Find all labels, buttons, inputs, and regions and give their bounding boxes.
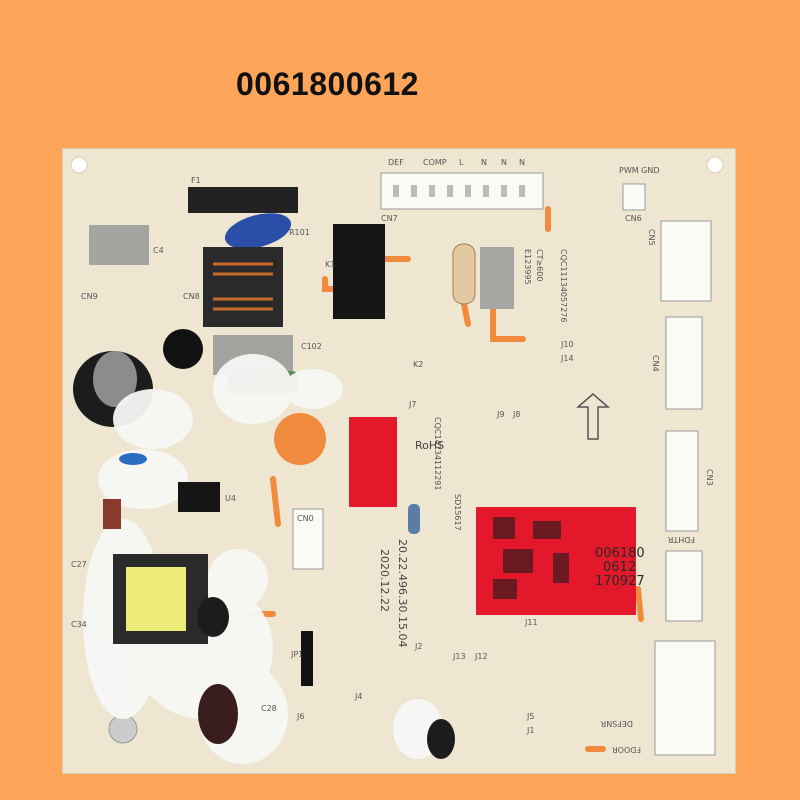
fdhtr-label: FDHTR <box>667 535 695 544</box>
f1-label: F1 <box>191 176 201 185</box>
defsnr-label: DEFSNR <box>600 719 633 728</box>
k1-label: K1 <box>325 260 335 269</box>
c102-label: C102 <box>301 342 322 351</box>
pwm-gnd-label: PWM GND <box>619 166 660 175</box>
sd-label: SD15617 <box>453 494 462 531</box>
label-line-1: 006180 <box>595 546 645 561</box>
c4-label: C4 <box>153 246 164 255</box>
svg-text:N: N <box>519 158 525 167</box>
j8-label: J8 <box>512 410 520 419</box>
j14-label: J14 <box>560 354 574 363</box>
cn6-label: CN6 <box>625 214 642 223</box>
part-no-label: CQC11134057276 <box>559 249 568 322</box>
k2-label: K2 <box>413 360 423 369</box>
c34-label: C34 <box>71 620 87 629</box>
u4-label: U4 <box>225 494 236 503</box>
cn9-label: CN9 <box>81 292 98 301</box>
j9-label: J9 <box>496 410 504 419</box>
label-line-3: 170927 <box>595 574 645 589</box>
jp1-label: JP1 <box>290 650 303 659</box>
cqc2-label: CQC14134112291 <box>433 417 442 490</box>
c28-label: C28 <box>261 704 277 713</box>
cn5-label: CN5 <box>647 229 656 246</box>
fdoor-label: FDOOR <box>612 745 641 754</box>
production-date: 2020.12.22 <box>378 549 391 612</box>
c27-label: C27 <box>71 560 87 569</box>
j10-label: J10 <box>560 340 574 349</box>
j11-label: J11 <box>524 618 538 627</box>
cn7-label: CN7 <box>381 214 398 223</box>
pcb-artwork: DEF COMP L N N N CN7 F1 R101 C4 K1 K2 CN… <box>70 156 724 764</box>
j5-label: J5 <box>526 712 534 721</box>
cn8-label: CN8 <box>183 292 200 301</box>
j4-label: J4 <box>354 692 362 701</box>
svg-text:N: N <box>481 158 487 167</box>
pcb-board: DEF COMP L N N N CN7 F1 R101 C4 K1 K2 CN… <box>62 148 736 774</box>
j2-label: J2 <box>414 642 422 651</box>
ct-label: CT≥600 <box>535 249 544 281</box>
connector-pin-labels: DEF <box>388 158 404 167</box>
cn3-label: CN3 <box>705 469 714 486</box>
part-number-title: 0061800612 <box>236 66 419 102</box>
e-no-label: E123995 <box>523 249 532 285</box>
j6-label: J6 <box>296 712 304 721</box>
rohs-mark: RoHS <box>415 439 444 452</box>
label-line-2: 0612 <box>603 560 636 575</box>
j13-label: J13 <box>452 652 466 661</box>
j1-label: J1 <box>526 726 534 735</box>
cn0-label: CN0 <box>297 514 314 523</box>
date-code: 20.22.496.30.15.04 <box>396 539 409 647</box>
svg-text:N: N <box>501 158 507 167</box>
svg-text:L: L <box>459 158 464 167</box>
j7-label: J7 <box>408 400 416 409</box>
cn4-label: CN4 <box>651 355 660 372</box>
svg-text:COMP: COMP <box>423 158 447 167</box>
r101-label: R101 <box>289 228 310 237</box>
j12-label: J12 <box>474 652 488 661</box>
